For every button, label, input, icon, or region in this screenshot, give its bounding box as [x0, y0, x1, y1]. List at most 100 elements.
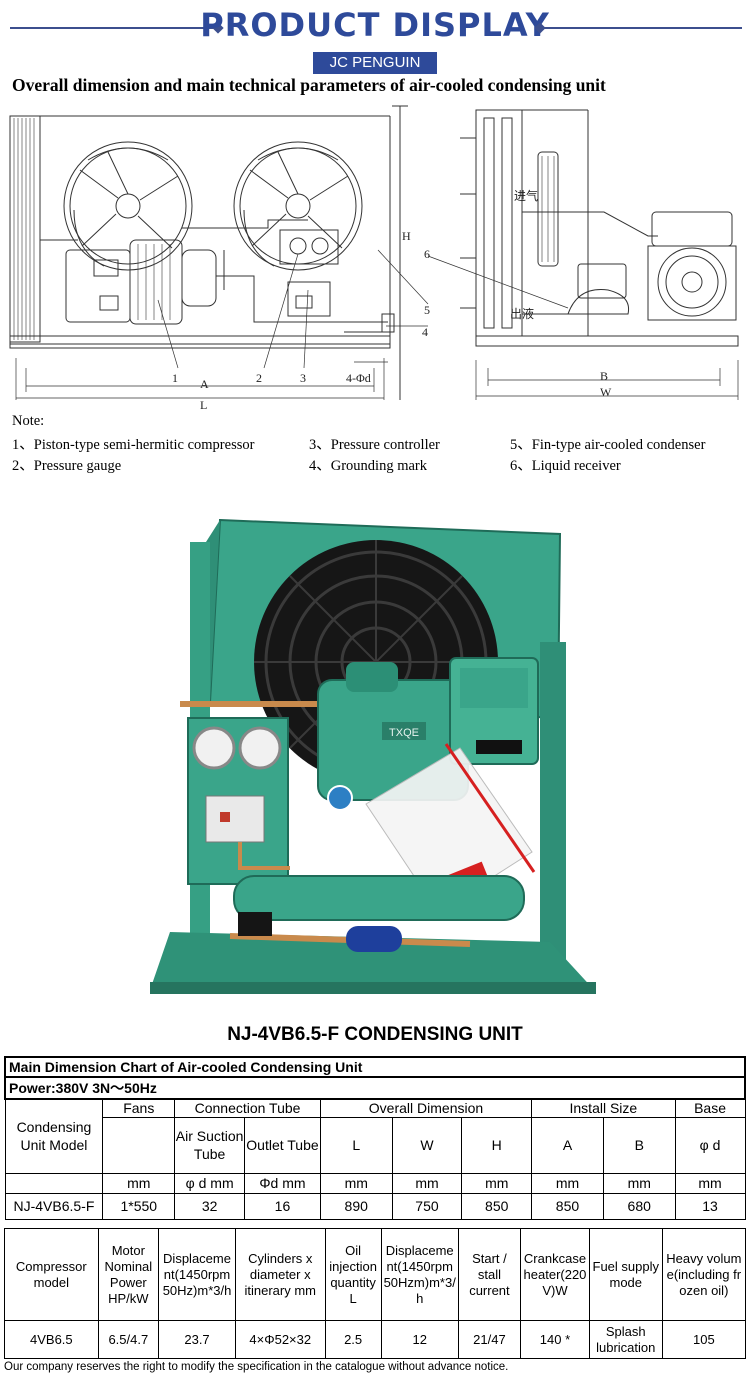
filter-drier [346, 926, 402, 952]
note-item: 5、Fin-type air-cooled condenser [510, 437, 706, 453]
note-item: 6、Liquid receiver [510, 458, 621, 474]
label-part-3: 3 [300, 371, 306, 385]
brand-badge: JC PENGUIN [313, 52, 437, 74]
power-spec: Power:380V 3N～50Hz [4, 1076, 746, 1100]
table-header-row: Condensing Unit Model Fans Connection Tu… [4, 1098, 746, 1174]
page-title: PRODUCT DISPLAY [200, 6, 550, 44]
product-photo: TXQE [150, 518, 596, 994]
table-cell: 105 [661, 1320, 747, 1359]
table-cell: NJ-4VB6.5-F [4, 1192, 104, 1220]
label-part-5: 5 [424, 303, 430, 317]
label-part-6: 6 [424, 247, 430, 261]
pressure-gauge-drawing [279, 229, 339, 317]
solenoid-valve [238, 912, 272, 936]
label-outlet: 出液 [510, 306, 534, 321]
header-model: Condensing Unit Model [4, 1098, 104, 1174]
side-view-drawing [427, 109, 739, 400]
section-subtitle: Overall dimension and main technical par… [12, 75, 606, 95]
header-cell: Cylinders x diameter x itinerary mm [235, 1228, 326, 1321]
product-title: NJ-4VB6.5-F CONDENSING UNIT [227, 1024, 523, 1045]
header-cell: Motor Nominal Power HP/kW [97, 1228, 160, 1321]
header: PRODUCT DISPLAY JC PENGUIN [0, 0, 750, 78]
subheader-h: H [461, 1116, 533, 1174]
compressor-table: Compressor model Motor Nominal Power HP/… [4, 1228, 747, 1359]
subheader-empty [102, 1116, 176, 1174]
compressor-header-row: Compressor model Motor Nominal Power HP/… [4, 1228, 747, 1321]
subheader-l: L [319, 1116, 393, 1174]
subheader-a: A [531, 1116, 604, 1174]
label-part-1: 1 [172, 371, 178, 385]
header-fans: Fans [102, 1098, 176, 1118]
table-cell: 2.5 [324, 1320, 382, 1359]
table-caption-row: Main Dimension Chart of Air-cooled Conde… [4, 1056, 746, 1078]
table-cell: 21/47 [457, 1320, 522, 1359]
table-row: 4VB6.5 6.5/4.7 23.7 4×Φ52×32 2.5 12 21/4… [4, 1320, 747, 1359]
table-units-row: mm φ d mm Φd mm mm mm mm mm mm mm [4, 1172, 746, 1194]
table-cell: 850 [531, 1192, 604, 1220]
header-cell: Oil injection quantity L [324, 1228, 382, 1321]
table-cell: Splash lubrication [588, 1320, 663, 1359]
unit-cell: mm [319, 1172, 393, 1194]
table-cell: 1*550 [102, 1192, 176, 1220]
header-connection-tube: Connection Tube [174, 1098, 321, 1118]
table-cell: 23.7 [158, 1320, 237, 1359]
unit-cell: mm [531, 1172, 604, 1194]
dimension-table: Main Dimension Chart of Air-cooled Conde… [4, 1056, 746, 1220]
unit-cell: mm [602, 1172, 676, 1194]
table-cell: 4×Φ52×32 [235, 1320, 326, 1359]
label-dim-l: L [200, 398, 207, 412]
table-cell: 6.5/4.7 [97, 1320, 160, 1359]
label-inlet: 进气 [514, 188, 538, 203]
header-cell: Displacement(1450rpm 50Hz)m*3/h [158, 1228, 237, 1321]
header-cell: Displacement(1450rpm 50Hzm)m*3/h [380, 1228, 459, 1321]
note-item: 4、Grounding mark [309, 458, 427, 474]
label-dim-w: W [600, 385, 612, 399]
header-cell: Compressor model [4, 1228, 99, 1321]
header-rule-left [10, 27, 218, 29]
fan-right-drawing [233, 141, 363, 271]
header-install-size: Install Size [531, 1098, 676, 1118]
header-base: Base [674, 1098, 746, 1118]
front-view-drawing [9, 105, 429, 400]
compressor-brand-label: TXQE [389, 727, 419, 739]
pressure-gauge-right [238, 726, 282, 770]
subheader-outlet: Outlet Tube [244, 1116, 321, 1174]
header-cell: Heavy volume(including frozen oil) [661, 1228, 747, 1321]
compressor-side-drawing [647, 211, 737, 321]
liquid-receiver-drawing [567, 263, 630, 315]
unit-cell: Φd mm [244, 1172, 321, 1194]
gauge-panel [187, 717, 290, 885]
notes-label: Note: [12, 413, 45, 429]
table-cell: 12 [380, 1320, 459, 1359]
table-cell: 16 [244, 1192, 321, 1220]
table-cell: 850 [461, 1192, 533, 1220]
table-cell: 680 [602, 1192, 676, 1220]
unit-cell: mm [102, 1172, 176, 1194]
header-cell: Start / stall current [457, 1228, 522, 1321]
label-dim-h: H [402, 229, 411, 243]
table-cell: 32 [174, 1192, 246, 1220]
label-part-2: 2 [256, 371, 262, 385]
table-cell: 750 [391, 1192, 463, 1220]
fan-left-drawing [63, 141, 193, 271]
compressor-drawing [65, 239, 217, 325]
subheader-air-suction: Air Suction Tube [174, 1116, 246, 1174]
table-cell: 890 [319, 1192, 393, 1220]
label-part-4: 4 [422, 325, 428, 339]
table-cell: 13 [674, 1192, 746, 1220]
table-cell: 4VB6.5 [4, 1320, 99, 1359]
header-cell: Crankcase heater(220V)W [520, 1228, 590, 1321]
table-cell: 140 * [520, 1320, 590, 1359]
unit-cell: mm [674, 1172, 746, 1194]
unit-cell: mm [461, 1172, 533, 1194]
header-overall-dimension: Overall Dimension [319, 1098, 533, 1118]
liquid-receiver [233, 875, 525, 921]
table-row: NJ-4VB6.5-F 1*550 32 16 890 750 850 850 … [4, 1192, 746, 1220]
unit-cell: mm [391, 1172, 463, 1194]
base-frame [150, 932, 596, 994]
technical-drawing: 1 2 3 4 5 4-Φd A L H 6 进气 出液 B W [9, 105, 739, 412]
footer-disclaimer: Our company reserves the right to modify… [4, 1361, 509, 1373]
label-hole-spec: 4-Φd [346, 371, 371, 385]
table-power-row: Power:380V 3N～50Hz [4, 1076, 746, 1100]
header-cell: Fuel supply mode [588, 1228, 663, 1321]
